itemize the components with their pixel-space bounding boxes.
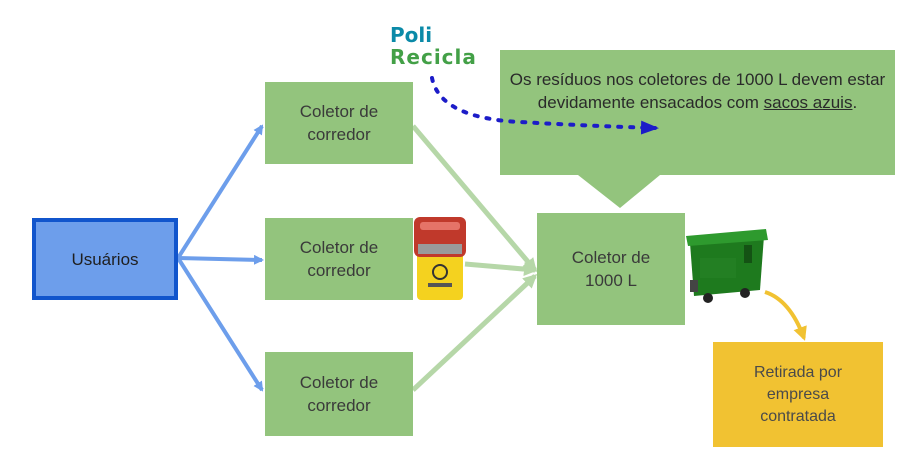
arrow-coletor-3-to-1000	[411, 273, 538, 392]
node-coletor-1000: Coletor de 1000 L	[537, 213, 685, 325]
node-retirada: Retirada por empresa contratada	[713, 342, 883, 447]
node-usuarios: Usuários	[32, 218, 178, 300]
arrow-usuarios-to-coletor-1	[176, 124, 264, 260]
dotted-arrow-logo-to-callout	[430, 76, 659, 135]
node-coletor-corredor-2: Coletor de corredor	[265, 218, 413, 300]
node-coletor-corredor-2-label: Coletor de corredor	[299, 238, 379, 280]
node-coletor-1000-label: Coletor de 1000 L	[571, 248, 651, 290]
node-retirada-label: Retirada por empresa contratada	[753, 363, 843, 425]
node-coletor-corredor-3: Coletor de corredor	[265, 352, 413, 436]
arrow-1000-to-retirada	[764, 290, 807, 341]
node-coletor-corredor-1-label: Coletor de corredor	[299, 102, 379, 144]
callout-bubble	[500, 50, 895, 208]
arrow-usuarios-to-coletor-3	[176, 256, 264, 392]
arrow-coletor-2-to-1000	[464, 261, 538, 277]
green-1000l-container-icon	[686, 229, 768, 303]
arrow-usuarios-to-coletor-2	[177, 254, 264, 265]
node-usuarios-label: Usuários	[71, 249, 139, 269]
node-coletor-corredor-3-label: Coletor de corredor	[299, 373, 379, 415]
poli-recicla-logo: Poli Recicla	[390, 23, 477, 69]
arrow-coletor-1-to-1000	[411, 124, 537, 273]
callout-underlined: sacos azuis	[763, 93, 853, 112]
node-coletor-corredor-1: Coletor de corredor	[265, 82, 413, 164]
callout-text: Os resíduos nos coletores de 1000 L deve…	[509, 70, 886, 112]
yellow-waste-bin-icon	[414, 217, 466, 300]
